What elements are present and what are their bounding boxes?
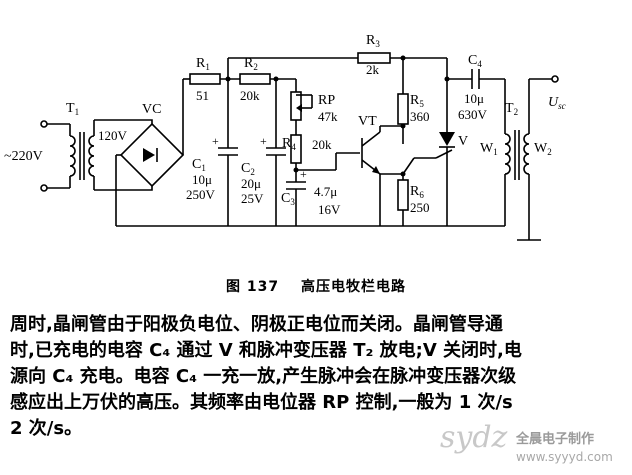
rp-value: 47k xyxy=(318,109,338,124)
r2-label: R2 xyxy=(244,56,258,72)
r1-label: R1 xyxy=(196,56,210,72)
svg-text:+: + xyxy=(212,134,219,148)
r2-value: 20k xyxy=(240,88,260,103)
transformer-t1: T1 120V xyxy=(66,101,128,190)
capacitor-c2: + C2 20μ 25V xyxy=(241,79,286,226)
t1-secondary-voltage: 120V xyxy=(98,128,128,143)
mains-voltage-label: ~220V xyxy=(4,149,43,164)
r3-value: 2k xyxy=(366,62,380,77)
t1-label: T1 xyxy=(66,101,79,117)
c3-value1: 4.7μ xyxy=(314,184,337,199)
mains-input: ~220V xyxy=(4,120,71,192)
r5-label: R5 xyxy=(410,93,424,109)
scr-label: V xyxy=(458,134,468,149)
bridge-label: VC xyxy=(142,102,161,117)
svg-text:+: + xyxy=(260,134,267,148)
watermark-name: 全晨电子制作 xyxy=(516,432,595,447)
bridge-rectifier-vc: VC xyxy=(94,88,185,226)
body-line: 时,已充电的电容 C₄ 通过 V 和脉冲变压器 T₂ 放电;V 关闭时,电 xyxy=(10,340,522,361)
capacitor-c4: C4 10μ 630V xyxy=(444,53,505,122)
capacitor-c3: + C3 4.7μ 16V xyxy=(281,167,341,226)
watermark-logo: sydz xyxy=(440,420,508,455)
c3-label: C3 xyxy=(281,191,295,207)
c2-value2: 25V xyxy=(241,191,264,206)
resistor-r4: R4 20k xyxy=(282,134,332,182)
figure-number: 图 137 xyxy=(226,279,280,295)
watermark: sydz 全晨电子制作 www.syyyd.com xyxy=(440,420,626,470)
transistor-vt: VT xyxy=(296,114,381,226)
body-line: 2 次/s。 xyxy=(10,418,83,439)
r1-value: 51 xyxy=(196,88,209,103)
potentiometer-rp: RP 47k xyxy=(290,79,338,135)
r4-label: R4 xyxy=(282,136,296,152)
svg-text:+: + xyxy=(300,167,307,181)
t2-label: T2 xyxy=(505,101,518,117)
top-rail: R1 51 R2 20k xyxy=(182,56,296,103)
watermark-url: www.syyyd.com xyxy=(516,450,613,464)
figure-caption: 图 137 高压电牧栏电路 xyxy=(0,276,632,296)
r6-label: R6 xyxy=(410,184,424,200)
figure-title: 高压电牧栏电路 xyxy=(300,279,406,295)
body-line: 源向 C₄ 充电。电容 C₄ 一充一放,产生脉冲会在脉冲变压器次级 xyxy=(10,366,517,387)
resistor-r6: R6 250 xyxy=(380,171,430,226)
circuit-diagram: ~220V T1 120V VC R1 51 R2 20k xyxy=(4,33,566,241)
r3-label: R3 xyxy=(366,33,380,49)
rp-label: RP xyxy=(318,93,335,108)
c3-value2: 16V xyxy=(318,202,341,217)
c1-value2: 250V xyxy=(186,187,216,202)
body-line: 周时,晶闸管由于阳极负电位、阴极正电位而关闭。晶闸管导通 xyxy=(10,314,503,335)
resistor-r5: R5 360 xyxy=(380,58,430,144)
transformer-t2: T2 W1 W2 Usc xyxy=(480,75,566,241)
c4-value1: 10μ xyxy=(464,91,484,106)
body-text: 周时,晶闸管由于阳极负电位、阴极正电位而关闭。晶闸管导通 时,已充电的电容 C₄… xyxy=(10,312,622,442)
c4-label: C4 xyxy=(468,53,482,69)
thyristor-v: V xyxy=(402,58,468,226)
c1-value1: 10μ xyxy=(192,172,212,187)
vt-label: VT xyxy=(358,114,377,129)
c2-value1: 20μ xyxy=(241,176,261,191)
r6-value: 250 xyxy=(410,200,430,215)
resistor-r1 xyxy=(189,73,221,85)
resistor-r2 xyxy=(239,73,271,85)
body-line: 感应出上万伏的高压。其频率由电位器 RP 控制,一般为 1 次/s xyxy=(10,392,513,413)
output-label: Usc xyxy=(548,95,566,111)
r4-value: 20k xyxy=(312,137,332,152)
c4-value2: 630V xyxy=(458,107,488,122)
capacitor-c1: + C1 10μ 250V xyxy=(186,79,238,226)
r5-value: 360 xyxy=(410,109,430,124)
w1-label: W1 xyxy=(480,141,498,157)
c1-label: C1 xyxy=(192,157,206,173)
w2-label: W2 xyxy=(534,141,552,157)
resistor-r3-branch: R3 2k xyxy=(227,33,447,79)
c2-label: C2 xyxy=(241,161,255,177)
